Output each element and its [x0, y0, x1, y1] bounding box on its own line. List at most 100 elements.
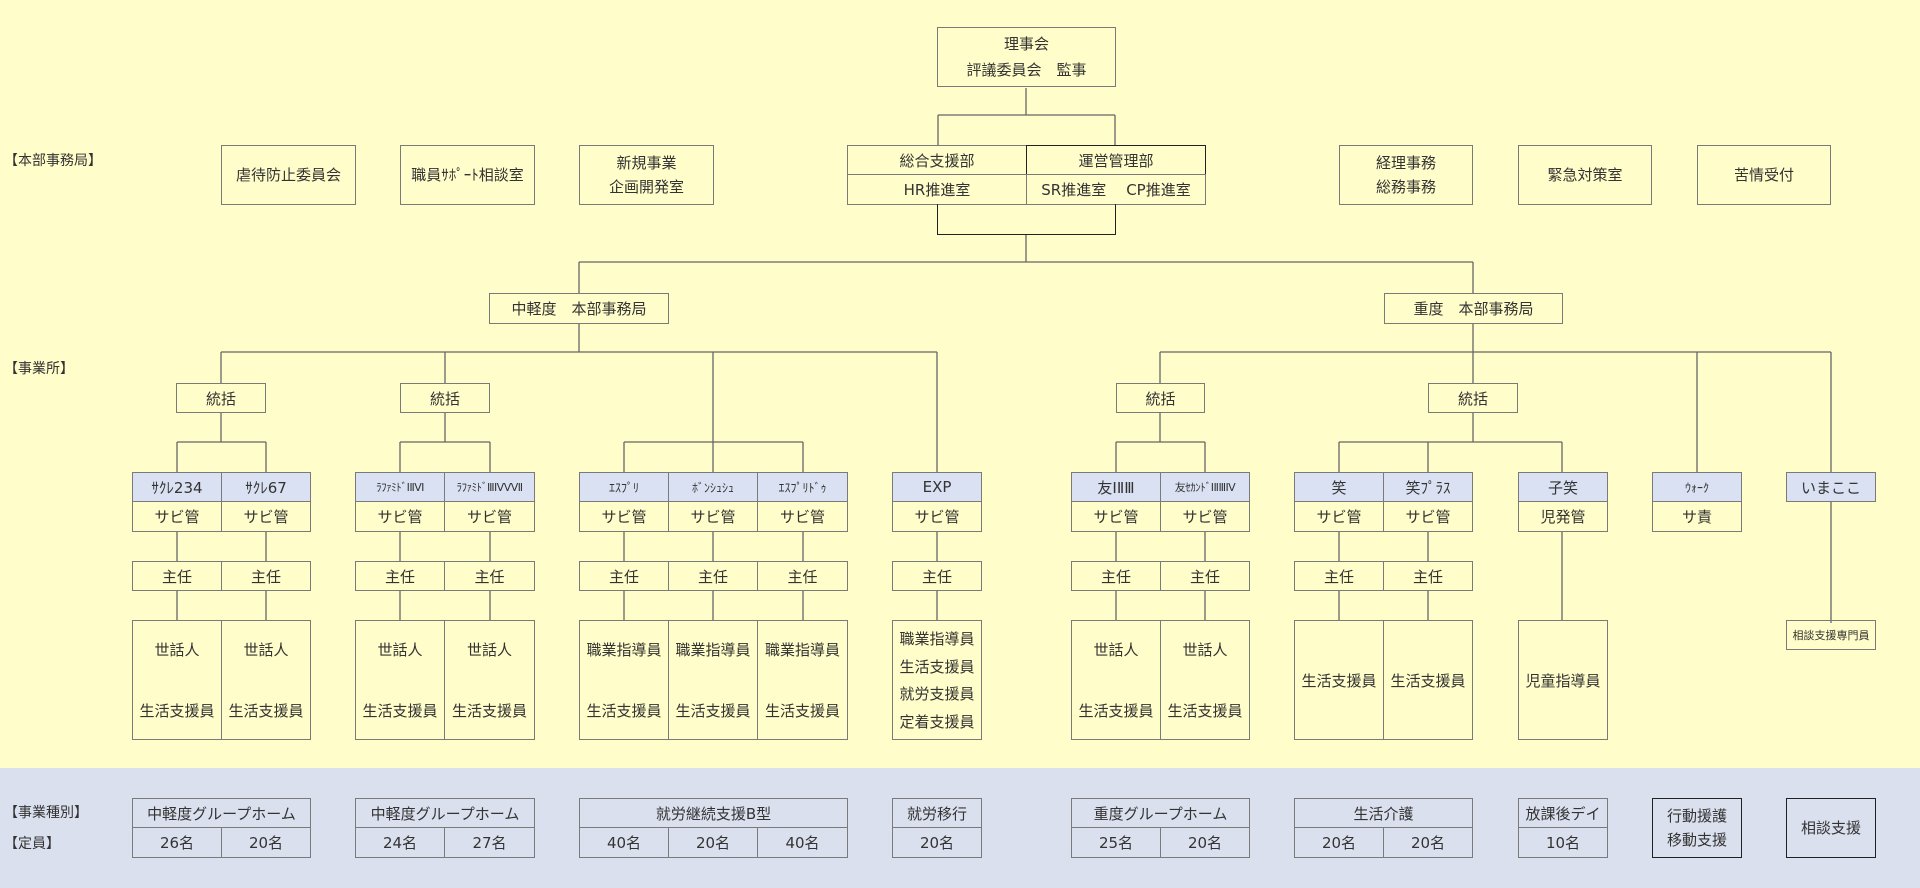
staff-box: 児童指導員 [1518, 620, 1608, 740]
staff-label: 相談支援専門員 [1792, 629, 1870, 642]
role-label: サビ管 [377, 508, 423, 526]
facility-label: ｴｽﾌﾟﾘ [608, 480, 639, 495]
capacity-value: 24名 [382, 834, 418, 852]
role-shunin: 主任 [579, 561, 669, 591]
emergency-office: 緊急対策室 [1518, 145, 1652, 205]
biz-label: 相談支援 [1800, 819, 1861, 837]
staff-box: 世話人 生活支援員 [132, 620, 222, 740]
facility-koemi: 子笑 [1518, 472, 1608, 502]
cp-label: CP推進室 [1126, 181, 1191, 199]
role-label: 主任 [697, 567, 728, 586]
staff-box: 世話人 生活支援員 [1160, 620, 1250, 740]
role-label: 主任 [474, 567, 505, 586]
capacity-value: 20名 [1187, 834, 1223, 852]
staff-label: 生活支援員 [1078, 702, 1154, 720]
board-line2: 評議委員会 監事 [966, 61, 1087, 79]
operations-label: 運営管理部 [1078, 151, 1154, 170]
facility-rafamido-2: ﾗﾌｧﾐﾄﾞⅢⅣⅤⅦ [444, 472, 535, 502]
role-label: 主任 [1412, 567, 1443, 586]
dept-operations: 運営管理部 [1026, 145, 1206, 175]
staff-label: 就労支援員 [899, 685, 975, 704]
staff-box: 職業指導員 生活支援員 [757, 620, 848, 740]
facility-label: 笑 [1331, 478, 1347, 497]
staff-label: 生活支援員 [139, 702, 215, 720]
role-sabikan: サビ管 [1160, 501, 1250, 532]
accounting-line2: 総務事務 [1375, 178, 1436, 196]
role-sabikan: サビ管 [757, 501, 848, 532]
staff-label: 生活支援員 [586, 702, 662, 720]
facility-exp: EXP [892, 472, 982, 502]
capacity-cell: 27名 [444, 827, 535, 858]
staff-label: 生活支援員 [899, 657, 975, 676]
accounting-line1: 経理事務 [1375, 154, 1436, 172]
staff-box: 世話人 生活支援員 [1071, 620, 1161, 740]
facility-label: 友ⅠⅡⅢ [1097, 478, 1135, 497]
capacity-value: 20名 [919, 834, 955, 852]
role-shunin: 主任 [355, 561, 445, 591]
facility-label: 笑ﾌﾟﾗｽ [1405, 478, 1451, 497]
capacity-value: 20名 [248, 834, 284, 852]
capacity-value: 26名 [159, 834, 195, 852]
role-shunin: 主任 [132, 561, 222, 591]
role-label: 主任 [1323, 567, 1354, 586]
role-label: サビ管 [914, 508, 960, 526]
hr-office: HR推進室 [847, 174, 1027, 205]
complaints-label: 苦情受付 [1733, 166, 1794, 184]
facility-label: ﾎﾞﾝｼｭｼｭ [691, 480, 734, 495]
capacity-cell: 40名 [757, 827, 848, 858]
role-label: 主任 [384, 567, 415, 586]
staff-label: 生活支援員 [1390, 671, 1466, 690]
sr-cp-office: SR推進室 CP推進室 [1026, 174, 1206, 205]
board-line1: 理事会 [1003, 35, 1049, 53]
role-sabikan: サビ管 [355, 501, 445, 532]
role-shunin: 主任 [1071, 561, 1161, 591]
facility-label: 友ｾｶﾝﾄﾞⅠⅡⅢⅣ [1174, 481, 1236, 494]
label-headquarters: 【本部事務局】 [4, 153, 102, 169]
capacity-cell: 20名 [1383, 827, 1473, 858]
supervisor-label: 統括 [1457, 389, 1488, 408]
role-shunin: 主任 [1294, 561, 1384, 591]
role-shunin: 主任 [1160, 561, 1250, 591]
abuse-prevention-committee: 虐待防止委員会 [221, 145, 356, 205]
biz-label: 生活介護 [1353, 804, 1414, 823]
supervisor-4: 統括 [1428, 383, 1518, 413]
staff-label: 生活支援員 [362, 702, 438, 720]
capacity-cell: 20名 [221, 827, 311, 858]
abuse-committee-label: 虐待防止委員会 [235, 166, 341, 184]
label-business-type: 【事業種別】 [4, 805, 88, 821]
complaints-office: 苦情受付 [1697, 145, 1831, 205]
facility-sakure67: ｻｸﾚ67 [221, 472, 311, 502]
role-jihatsukan: 児発管 [1518, 501, 1608, 532]
staff-label: 職業指導員 [764, 641, 840, 659]
role-sabikan: サビ管 [1294, 501, 1384, 532]
role-label: サビ管 [466, 508, 512, 526]
biz-consultation: 相談支援 [1786, 798, 1876, 858]
staff-box: 世話人 生活支援員 [221, 620, 311, 740]
role-shunin: 主任 [444, 561, 535, 591]
facility-label: いまここ [1800, 478, 1861, 497]
sr-label: SR推進室 [1041, 181, 1107, 199]
biz-transition: 就労移行 [892, 798, 982, 828]
light-hq-label: 中軽度 本部事務局 [511, 300, 647, 318]
supervisor-label: 統括 [1145, 389, 1176, 408]
staff-label: 世話人 [377, 641, 423, 659]
biz-life-care: 生活介護 [1294, 798, 1473, 828]
role-label: サビ管 [1182, 508, 1228, 526]
staff-label: 生活支援員 [1301, 671, 1377, 690]
biz-label: 中軽度グループホーム [147, 804, 296, 823]
new-business-office: 新規事業 企画開発室 [579, 145, 714, 205]
role-label: サビ管 [243, 508, 289, 526]
capacity-value: 40名 [785, 834, 820, 852]
capacity-cell: 10名 [1518, 827, 1608, 858]
staff-label: 世話人 [243, 641, 289, 659]
facility-label: ﾗﾌｧﾐﾄﾞⅢⅣⅤⅦ [456, 481, 523, 494]
staff-label: 職業指導員 [675, 641, 751, 659]
label-offices: 【事業所】 [4, 361, 74, 377]
biz-light-gh-2: 中軽度グループホーム [355, 798, 535, 828]
facility-sakure234: ｻｸﾚ234 [132, 472, 222, 502]
capacity-value: 27名 [472, 834, 507, 852]
role-shunin: 主任 [668, 561, 758, 591]
role-label: サビ管 [1093, 508, 1139, 526]
supervisor-1: 統括 [176, 383, 266, 413]
role-shunin: 主任 [757, 561, 848, 591]
